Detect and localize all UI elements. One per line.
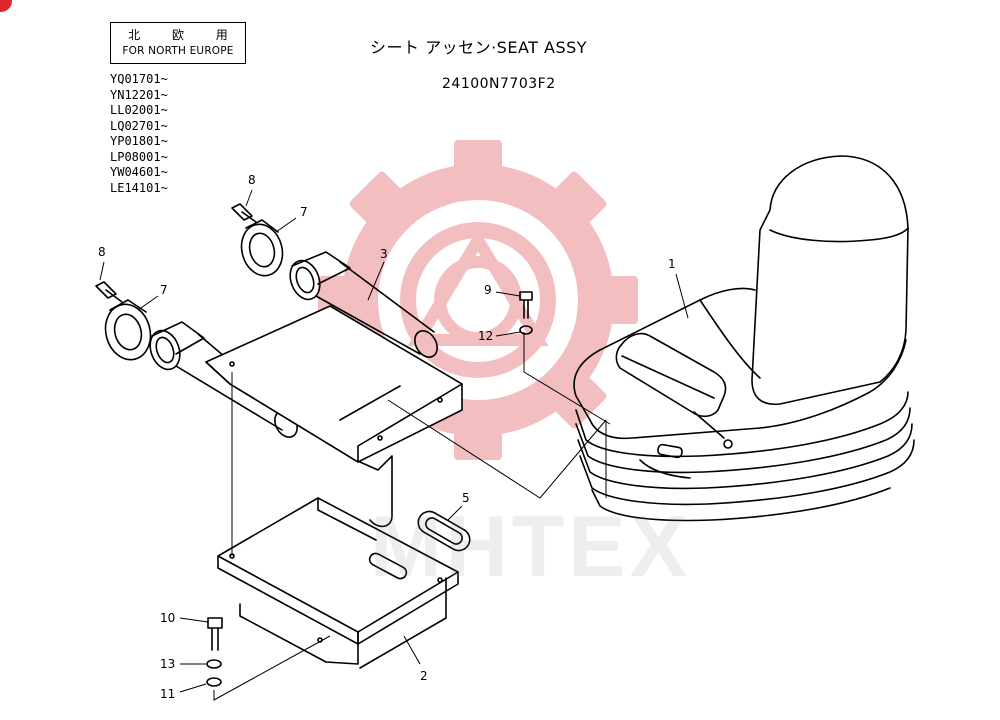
callout-bolt-left: 8 <box>98 245 106 259</box>
callout-flange-upper: 7 <box>300 205 308 219</box>
callout-tube-right: 3 <box>380 247 388 261</box>
serial-number: LQ02701~ <box>110 118 168 133</box>
grommet-drawing <box>417 510 471 552</box>
bolt-seat-drawing <box>519 291 533 319</box>
bolt-upper-drawing <box>231 203 257 223</box>
diagram-title: シート アッセン·SEAT ASSY <box>370 38 588 57</box>
callout-washer-lower: 11 <box>160 687 175 701</box>
flange-upper-drawing <box>240 219 284 277</box>
tube-right-drawing <box>289 251 438 358</box>
region-label-box: 北 欧 用 FOR NORTH EUROPE <box>110 22 246 64</box>
watermark-gear-icon <box>318 140 638 460</box>
callout-washer-mid: 13 <box>160 657 175 671</box>
flange-left-drawing <box>104 299 152 361</box>
washer-mid-drawing <box>206 659 222 669</box>
seat-assembly-drawing <box>573 155 915 522</box>
serial-number: LE14101~ <box>110 180 168 195</box>
callout-bolt-upper: 8 <box>248 173 256 187</box>
bolt-mount-drawing <box>207 617 223 651</box>
washer-lower-drawing <box>206 677 222 687</box>
callout-washer-seat: 12 <box>478 329 493 343</box>
callout-seat-mount: 2 <box>420 669 428 683</box>
watermark-text: MHTEX <box>370 499 691 595</box>
leader-lines <box>99 189 689 701</box>
upper-bracket-drawing <box>205 305 463 528</box>
callout-seat: 1 <box>668 257 676 271</box>
serial-number: YW04601~ <box>110 165 168 179</box>
callout-bolt-seat: 9 <box>484 283 492 297</box>
region-label-english: FOR NORTH EUROPE <box>122 45 234 57</box>
serial-number: LL02001~ <box>110 103 168 117</box>
callout-flange-left: 7 <box>160 283 168 297</box>
washer-seat-drawing <box>519 325 533 335</box>
seat-mount-base-drawing <box>217 497 459 669</box>
callout-bolt-mount: 10 <box>160 611 175 625</box>
callout-grommet: 5 <box>462 491 470 505</box>
serial-number: LP08001~ <box>110 149 168 164</box>
bolt-left-drawing <box>95 281 123 303</box>
serial-number: YN12201~ <box>110 87 168 102</box>
serial-number: YQ01701~ <box>110 72 168 86</box>
serial-number-list: YQ01701~ YN12201~ LL02001~ LQ02701~ YP01… <box>110 72 168 196</box>
serial-number: YP01801~ <box>110 134 168 148</box>
region-label-japanese: 北 欧 用 <box>128 28 242 42</box>
assembly-part-number: 24100N7703F2 <box>442 76 556 92</box>
